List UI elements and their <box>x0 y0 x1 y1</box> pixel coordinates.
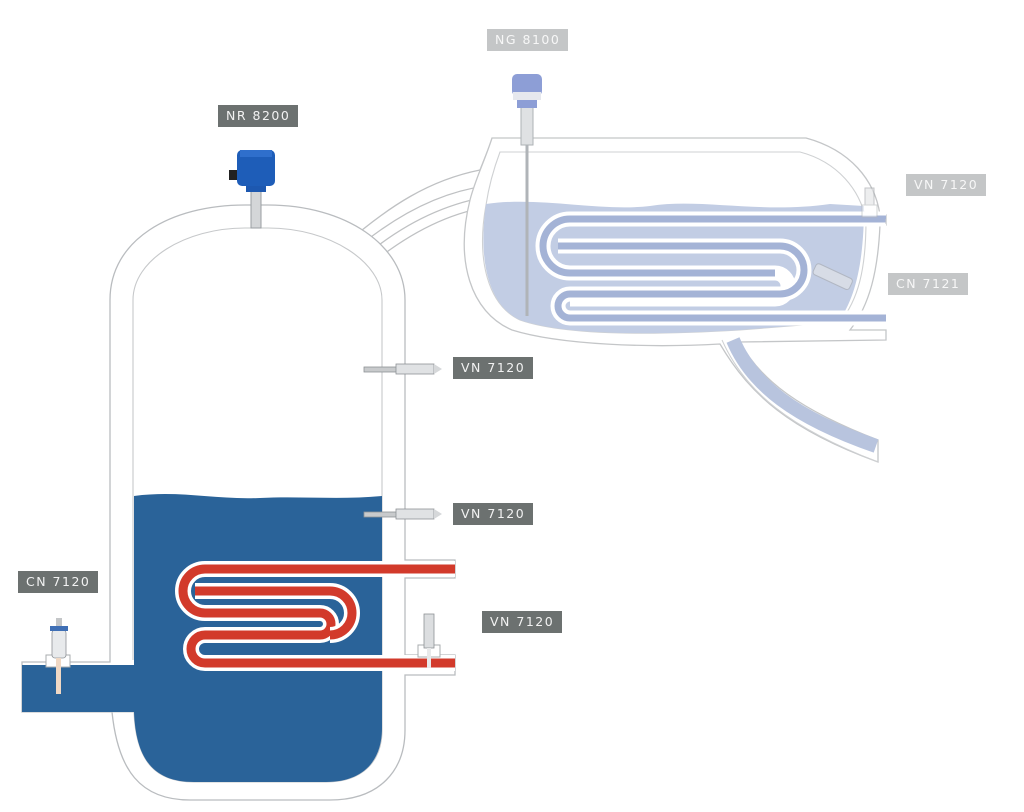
inlet-pipe <box>22 665 134 705</box>
cooling-coil <box>535 211 887 326</box>
secondary-vessel <box>463 137 887 463</box>
cn7121-sensor-icon <box>812 263 853 291</box>
vn7120-upper-sensor-icon <box>363 363 442 375</box>
nr8200-sensor-icon <box>229 150 275 229</box>
label-cn7121: CN 7121 <box>888 273 969 295</box>
label-vn7120-right-top: VN 7120 <box>906 174 987 196</box>
vn7120-middle-sensor-icon <box>363 508 442 520</box>
vn7120-lower-sensor-icon <box>417 613 441 668</box>
outlet-pipe <box>726 337 879 453</box>
ng8100-sensor-icon <box>512 74 542 316</box>
vn7120-right-top-sensor-icon <box>861 187 878 218</box>
label-vn7120-middle: VN 7120 <box>453 503 534 525</box>
label-cn7120: CN 7120 <box>18 571 99 593</box>
label-vn7120-lower: VN 7120 <box>482 611 563 633</box>
cn7120-sensor-icon <box>45 618 71 694</box>
heating-coil <box>175 561 455 671</box>
main-vessel <box>21 204 456 801</box>
label-nr8200: NR 8200 <box>218 105 299 127</box>
label-ng8100: NG 8100 <box>487 29 569 51</box>
label-vn7120-upper: VN 7120 <box>453 357 534 379</box>
